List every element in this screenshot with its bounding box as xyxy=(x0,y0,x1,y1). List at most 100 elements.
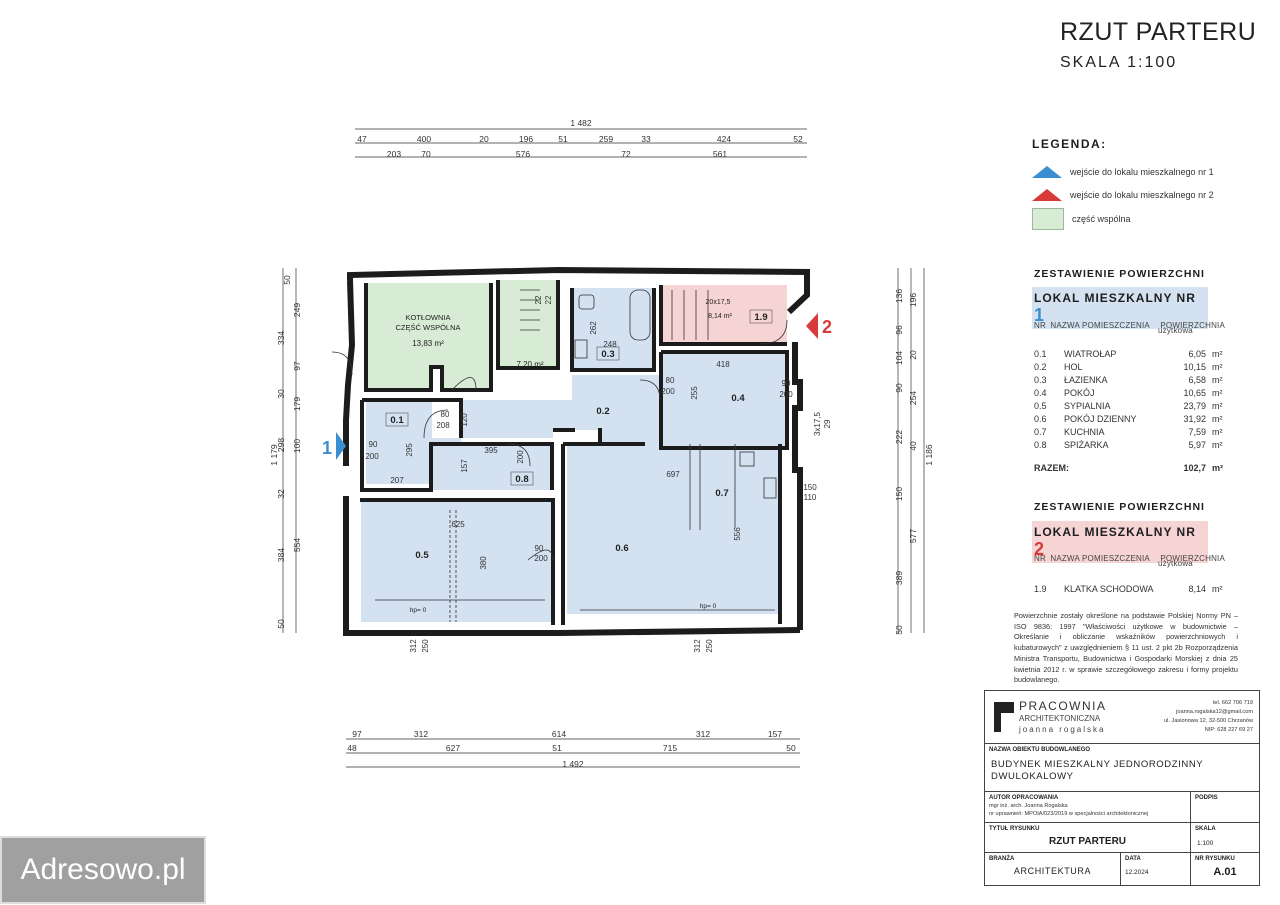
dim-inside: 250 xyxy=(421,639,430,653)
kotlownia-sublabel: CZĘŚĆ WSPÓLNA xyxy=(395,323,460,332)
legend-label: część wspólna xyxy=(1072,214,1131,224)
total-label: RAZEM: xyxy=(1034,463,1069,473)
entry-1-number: 1 xyxy=(322,438,332,458)
lokal-label: LOKAL MIESZKALNY NR xyxy=(1034,291,1196,305)
dim-top-2: 72 xyxy=(621,149,631,159)
dim-left: 334 xyxy=(276,331,286,345)
dim-left: 97 xyxy=(292,361,302,371)
summary-2-title: ZESTAWIENIE POWIERZCHNI xyxy=(1034,501,1205,513)
dim-top-total: 1 482 xyxy=(570,118,592,128)
outer-wall-left xyxy=(343,279,356,466)
room-0-6-label: 0.6 xyxy=(615,543,628,554)
dim-right: 50 xyxy=(894,625,904,635)
sheet-section: NR RYSUNKU A.01 xyxy=(1191,853,1259,885)
summary-1-header: NR NAZWA POMIESZCZENIA POWIERZCHNIA xyxy=(1034,315,1225,333)
drawing-title: RZUT PARTERU xyxy=(1060,18,1257,46)
dim-right: 150 xyxy=(894,487,904,501)
room-0-5-label: 0.5 xyxy=(415,550,429,561)
area-note: Powierzchnie zostały określone na podsta… xyxy=(1014,611,1238,685)
lokal-label: LOKAL MIESZKALNY NR xyxy=(1034,525,1196,539)
sign-label: PODPIS xyxy=(1195,795,1218,801)
watermark-logo[interactable]: Adresowo.pl xyxy=(0,836,206,904)
firm-owner: joanna rogalska xyxy=(1019,725,1106,734)
dim-inside: 295 xyxy=(405,443,414,457)
room-0-6 xyxy=(567,444,780,614)
dim-right-total: 1 186 xyxy=(924,444,934,466)
dim-left: 384 xyxy=(276,548,286,562)
author-label: AUTOR OPRACOWANIA xyxy=(989,795,1059,801)
dim-right: 90 xyxy=(894,383,904,393)
dim-left: 298 xyxy=(276,438,286,452)
date-section: DATA 12.2024 xyxy=(1121,853,1191,885)
stair-area: 7,20 m² xyxy=(516,360,543,369)
object-section: NAZWA OBIEKTU BUDOWLANEGO BUDYNEK MIESZK… xyxy=(985,744,1259,792)
dim-inside: 380 xyxy=(479,556,488,570)
dim-left: 179 xyxy=(292,397,302,411)
room-0-5 xyxy=(361,502,553,622)
dim-left: 100 xyxy=(292,439,302,453)
title-block: PRACOWNIA ARCHITEKTONICZNA joanna rogals… xyxy=(984,690,1260,886)
dim-inside: 207 xyxy=(390,476,404,485)
dim-bottom-1: 312 xyxy=(414,729,428,739)
dim-bottom-2: 715 xyxy=(663,743,677,753)
window-label: 3x17,5 xyxy=(813,411,822,436)
scale-label: SKALA xyxy=(1195,826,1216,832)
floor-plan: 1 482 47 400 20 196 51 259 33 424 52 203… xyxy=(269,118,934,769)
summary-1-total: RAZEM: 102,7 m² xyxy=(1034,463,1232,473)
room-kotlownia xyxy=(366,283,491,390)
drawing-scale: SKALA 1:100 xyxy=(1060,54,1178,71)
dim-bottom-1: 614 xyxy=(552,729,566,739)
dim-left-total: 1 179 xyxy=(269,444,279,466)
dim-right: 389 xyxy=(894,571,904,585)
legend-item-entry-1: wejście do lokalu mieszkalnego nr 1 xyxy=(1032,166,1214,178)
dim-right: 196 xyxy=(908,293,918,307)
legend-item-entry-2: wejście do lokalu mieszkalnego nr 2 xyxy=(1032,189,1214,201)
dim-inside: 200 xyxy=(661,387,675,396)
summary-1-lokal: LOKAL MIESZKALNY NR 1 xyxy=(1032,287,1208,329)
dim-inside: 22 xyxy=(534,295,543,304)
dim-inside: 80 xyxy=(441,410,450,419)
dim-bottom-1: 97 xyxy=(352,729,362,739)
firm-header: PRACOWNIA ARCHITEKTONICZNA joanna rogals… xyxy=(985,691,1259,744)
room-0-4-label: 0.4 xyxy=(731,393,745,404)
dim-right: 136 xyxy=(894,289,904,303)
dim-inside: 625 xyxy=(451,520,465,529)
col-name: NAZWA POMIESZCZENIA xyxy=(1050,554,1150,563)
drawing-title-section: TYTUŁ RYSUNKU RZUT PARTERU xyxy=(985,823,1191,853)
outer-wall-right xyxy=(792,342,803,630)
sign-section: PODPIS xyxy=(1191,792,1259,823)
firm-name: PRACOWNIA xyxy=(1019,699,1107,713)
dim-bottom-1: 157 xyxy=(768,729,782,739)
dim-top-1: 424 xyxy=(717,134,731,144)
dim-inside: 150 xyxy=(803,483,817,492)
object-value: DWULOKALOWY xyxy=(991,771,1074,782)
dim-top-2: 203 xyxy=(387,149,401,159)
date-value: 12.2024 xyxy=(1125,869,1149,876)
col-area-sub: użytkowa xyxy=(1158,326,1193,335)
outer-wall-top xyxy=(347,266,810,315)
dim-top-2: 576 xyxy=(516,149,530,159)
date-label: DATA xyxy=(1125,856,1141,862)
total-unit: m² xyxy=(1212,463,1223,473)
lokal-number: 1 xyxy=(1034,305,1046,325)
legend-label: wejście do lokalu mieszkalnego nr 2 xyxy=(1070,190,1214,200)
dim-inside: 556 xyxy=(733,527,742,541)
room-0-2 xyxy=(461,375,660,444)
dim-right: 96 xyxy=(894,325,904,335)
dim-bottom-total: 1 492 xyxy=(562,759,584,769)
legend-item-common: część wspólna xyxy=(1032,208,1131,230)
room-0-1-label: 0.1 xyxy=(390,415,404,426)
stair2-area: 8,14 m² xyxy=(708,313,732,320)
room-1-9-label: 1.9 xyxy=(754,312,767,323)
dim-left: 50 xyxy=(276,619,286,629)
dim-left: 249 xyxy=(292,303,302,317)
summary-1-title: ZESTAWIENIE POWIERZCHNI xyxy=(1034,268,1205,280)
dim-right: 104 xyxy=(894,351,904,365)
dim-inside: 250 xyxy=(705,639,714,653)
room-stair-common xyxy=(498,280,558,368)
